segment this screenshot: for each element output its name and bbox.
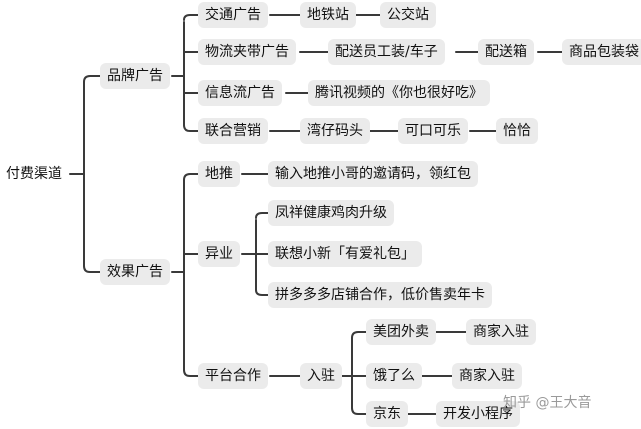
- node-meituan-merchant: 商家入驻: [466, 319, 536, 345]
- node-pinduoduo-coop: 拼多多多店铺合作，低价售卖年卡: [268, 282, 492, 308]
- node-transport-ads: 交通广告: [198, 2, 268, 28]
- branch-brand-ads: 品牌广告: [100, 63, 170, 89]
- node-feed-ads: 信息流广告: [198, 80, 282, 106]
- connector: [255, 289, 269, 296]
- node-invite-code: 输入地推小哥的邀请码，领红包: [268, 161, 478, 187]
- node-bus-station: 公交站: [380, 2, 436, 28]
- node-joint-marketing: 联合营销: [198, 118, 268, 144]
- connector: [183, 14, 199, 21]
- node-subway-station: 地铁站: [300, 2, 356, 28]
- branch-effect-ads: 效果广告: [100, 259, 170, 285]
- node-jd-miniprogram: 开发小程序: [436, 401, 520, 427]
- node-jd: 京东: [366, 401, 408, 427]
- connector: [351, 331, 367, 339]
- node-settle-in: 入驻: [300, 363, 342, 389]
- connector: [183, 173, 199, 181]
- node-logistics-ads: 物流夹带广告: [198, 39, 296, 65]
- node-meituan: 美团外卖: [366, 319, 436, 345]
- root-node: 付费渠道: [6, 166, 62, 182]
- node-coca-cola: 可口可乐: [398, 118, 468, 144]
- node-package-bag: 商品包装袋: [562, 39, 641, 65]
- node-delivery-box: 配送箱: [478, 39, 534, 65]
- connector: [183, 369, 199, 377]
- connector: [255, 212, 269, 219]
- connector: [351, 407, 367, 415]
- node-wanchai-ferry: 湾仔码头: [300, 118, 370, 144]
- node-qiaqia: 恰恰: [496, 118, 538, 144]
- node-tencent-video-show: 腾讯视频的《你也很好吃》: [308, 80, 490, 106]
- node-lenovo-xiaoxin: 联想小新「有爱礼包」: [268, 241, 422, 267]
- node-platform-coop: 平台合作: [198, 363, 268, 389]
- node-eleme-merchant: 商家入驻: [452, 363, 522, 389]
- connector: [183, 124, 199, 132]
- node-fengxiang-chicken: 凤祥健康鸡肉升级: [268, 200, 394, 226]
- node-courier-uniform: 配送员工装/车子: [328, 39, 445, 65]
- node-ground-promotion: 地推: [198, 161, 240, 187]
- watermark: 知乎 @王大音: [503, 395, 592, 411]
- node-eleme: 饿了么: [366, 363, 422, 389]
- node-cross-industry: 异业: [198, 241, 240, 267]
- connector: [83, 265, 101, 273]
- connector: [83, 75, 101, 83]
